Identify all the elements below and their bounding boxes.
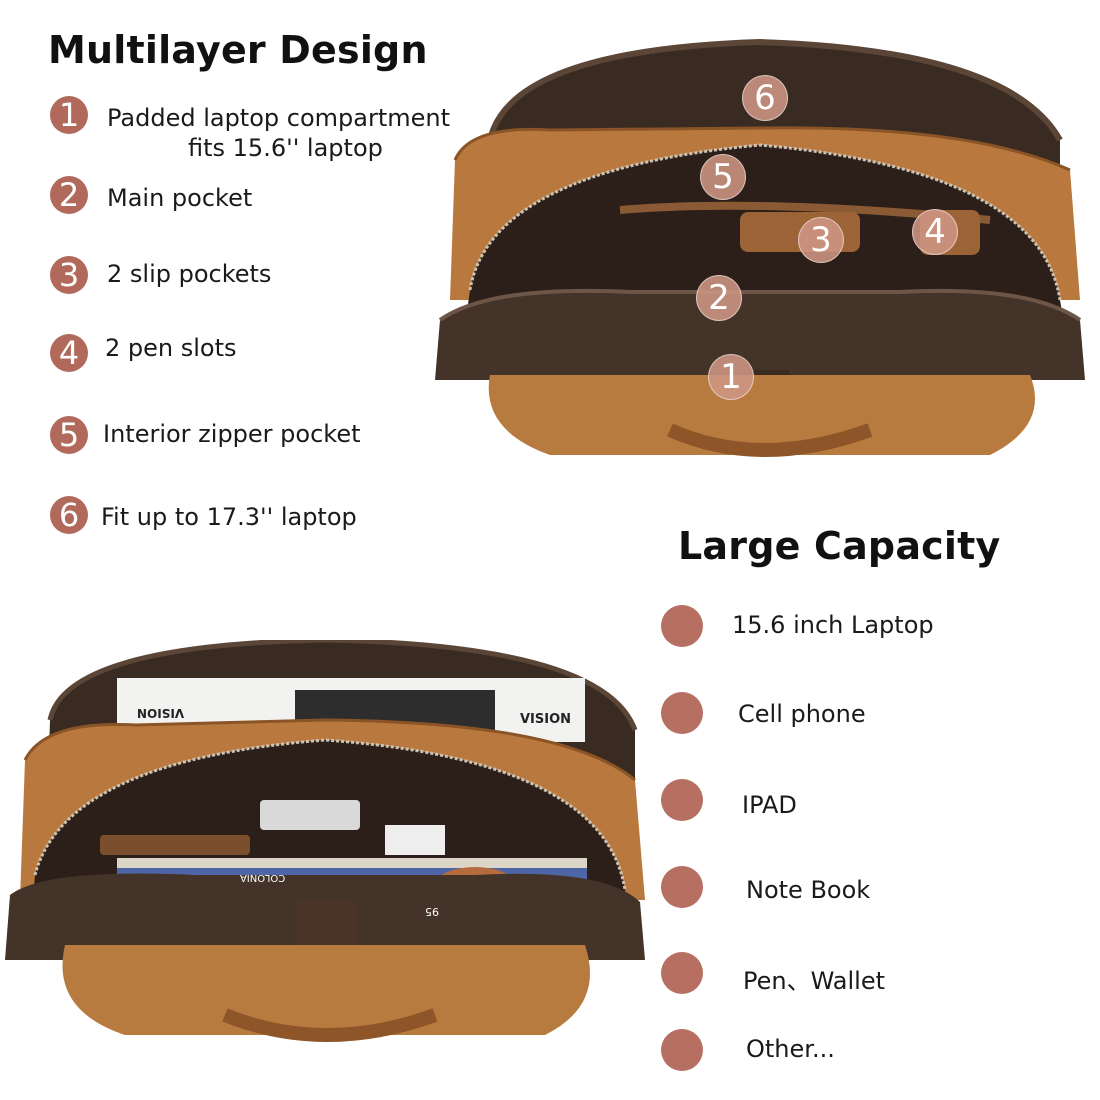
bag-callout-badge: 4 [912,209,958,255]
bag-loaded-view-image [5,640,645,1042]
bag-callout-badge: 3 [798,217,844,263]
feature-label: Main pocket [107,184,253,212]
magazine-label: VISION [137,706,185,720]
feature-label: 2 pen slots [105,334,237,362]
capacity-bullet [661,1029,703,1071]
feature-number-badge: 6 [50,496,88,534]
capacity-bullet [661,605,703,647]
book-spine-label: COLONIA [240,872,286,883]
bag-callout-badge: 2 [696,275,742,321]
capacity-bullet [661,692,703,734]
capacity-bullet [661,779,703,821]
capacity-item: Cell phone [738,700,866,728]
capacity-item: Pen、Wallet [743,967,886,995]
bag-top-view-image [435,38,1085,457]
capacity-item: Other... [746,1035,835,1063]
capacity-item: IPAD [742,791,797,819]
capacity-bullet [661,866,703,908]
feature-number-badge: 3 [50,256,88,294]
feature-number-badge: 1 [50,96,88,134]
capacity-item: 15.6 inch Laptop [732,611,934,639]
feature-label: Fit up to 17.3'' laptop [101,503,357,531]
bag-callout-badge: 1 [708,354,754,400]
feature-label: 2 slip pockets [107,260,272,288]
capacity-heading: Large Capacity [678,524,1001,568]
magazine-label: VISION [520,712,572,727]
feature-number-badge: 2 [50,176,88,214]
bag-callout-badge: 6 [742,75,788,121]
feature-label: Interior zipper pocket [103,420,361,448]
book-spine-number: 95 [425,905,439,918]
feature-label-line2: fits 15.6'' laptop [188,134,383,162]
bag-callout-badge: 5 [700,154,746,200]
feature-number-badge: 5 [50,416,88,454]
feature-label: Padded laptop compartment [107,104,451,132]
capacity-item: Note Book [746,876,871,904]
feature-number-badge: 4 [50,334,88,372]
capacity-bullet [661,952,703,994]
multilayer-heading: Multilayer Design [48,28,428,72]
